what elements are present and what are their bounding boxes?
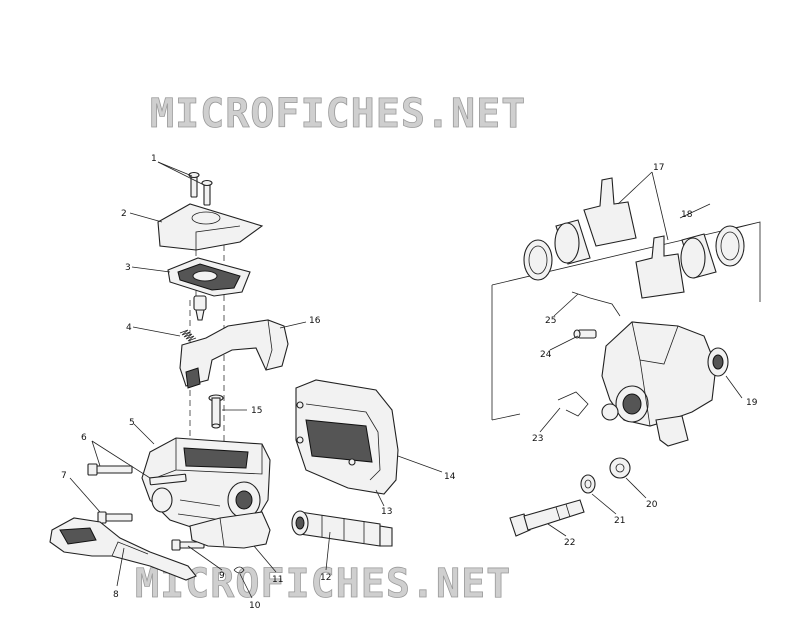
part-24-bleeder <box>573 329 597 339</box>
part-6-bolts <box>87 463 187 486</box>
part-7-bolt <box>97 511 133 524</box>
callout-18: 18 <box>681 210 693 220</box>
callout-2: 2 <box>121 209 127 219</box>
watermark-top: MICROFICHES.NET <box>150 91 526 137</box>
part-21-lock-washer <box>580 474 596 494</box>
part-17-brake-pads <box>583 177 685 299</box>
caliper-assembly <box>491 177 761 537</box>
callout-9: 9 <box>219 571 225 581</box>
part-19-caliper-body <box>601 321 729 447</box>
callout-19: 19 <box>746 398 758 408</box>
callout-11: 11 <box>272 575 283 585</box>
part-25-line <box>571 291 621 317</box>
part-22-bolt <box>509 499 585 537</box>
part-1-screws <box>188 171 213 206</box>
part-15-pin <box>208 394 224 429</box>
watermark-bottom: MICROFICHES.NET <box>135 561 511 607</box>
callout-4: 4 <box>126 323 132 333</box>
part-13-14-housing-cover <box>295 379 399 495</box>
part-4-spring <box>179 329 197 342</box>
part-16-lever <box>179 319 289 389</box>
part-12-handlebar-sleeve <box>291 510 393 547</box>
callout-3: 3 <box>125 263 131 273</box>
callout-7: 7 <box>61 471 67 481</box>
callout-13: 13 <box>381 507 392 517</box>
part-20-washer <box>609 457 631 479</box>
callout-25: 25 <box>545 316 556 326</box>
leader-lines <box>69 161 743 599</box>
callout-24: 24 <box>540 350 552 360</box>
callout-23: 23 <box>532 434 543 444</box>
callout-16: 16 <box>309 316 321 326</box>
callout-20: 20 <box>646 500 658 510</box>
callout-6: 6 <box>81 433 87 443</box>
part-23-clip <box>557 391 589 417</box>
callout-10: 10 <box>249 601 261 611</box>
part-9-screw <box>171 539 205 551</box>
part-10-clip <box>233 566 245 574</box>
part-5-master-cylinder-body <box>141 437 271 531</box>
piston-seal-left <box>523 239 553 281</box>
callout-21: 21 <box>614 516 625 526</box>
callout-15: 15 <box>251 406 262 416</box>
callout-12: 12 <box>320 573 331 583</box>
callout-22: 22 <box>564 538 575 548</box>
master-cylinder-assembly <box>49 171 399 581</box>
part-piston-pin <box>193 295 207 321</box>
caliper-pistons <box>554 219 717 279</box>
part-8-hand-lever <box>49 517 197 581</box>
callout-8: 8 <box>113 590 119 600</box>
piston-seal-right <box>715 225 745 267</box>
part-3-diaphragm <box>167 257 251 297</box>
callout-1: 1 <box>151 154 157 164</box>
callout-labels: 1 2 3 4 5 6 7 8 9 10 11 12 13 14 15 16 1… <box>61 154 758 611</box>
caliper-frame <box>491 221 761 421</box>
callout-17: 17 <box>653 163 664 173</box>
part-11-clamp <box>189 511 271 549</box>
callout-5: 5 <box>129 418 135 428</box>
callout-14: 14 <box>444 472 456 482</box>
part-2-reservoir-cover <box>157 203 264 251</box>
